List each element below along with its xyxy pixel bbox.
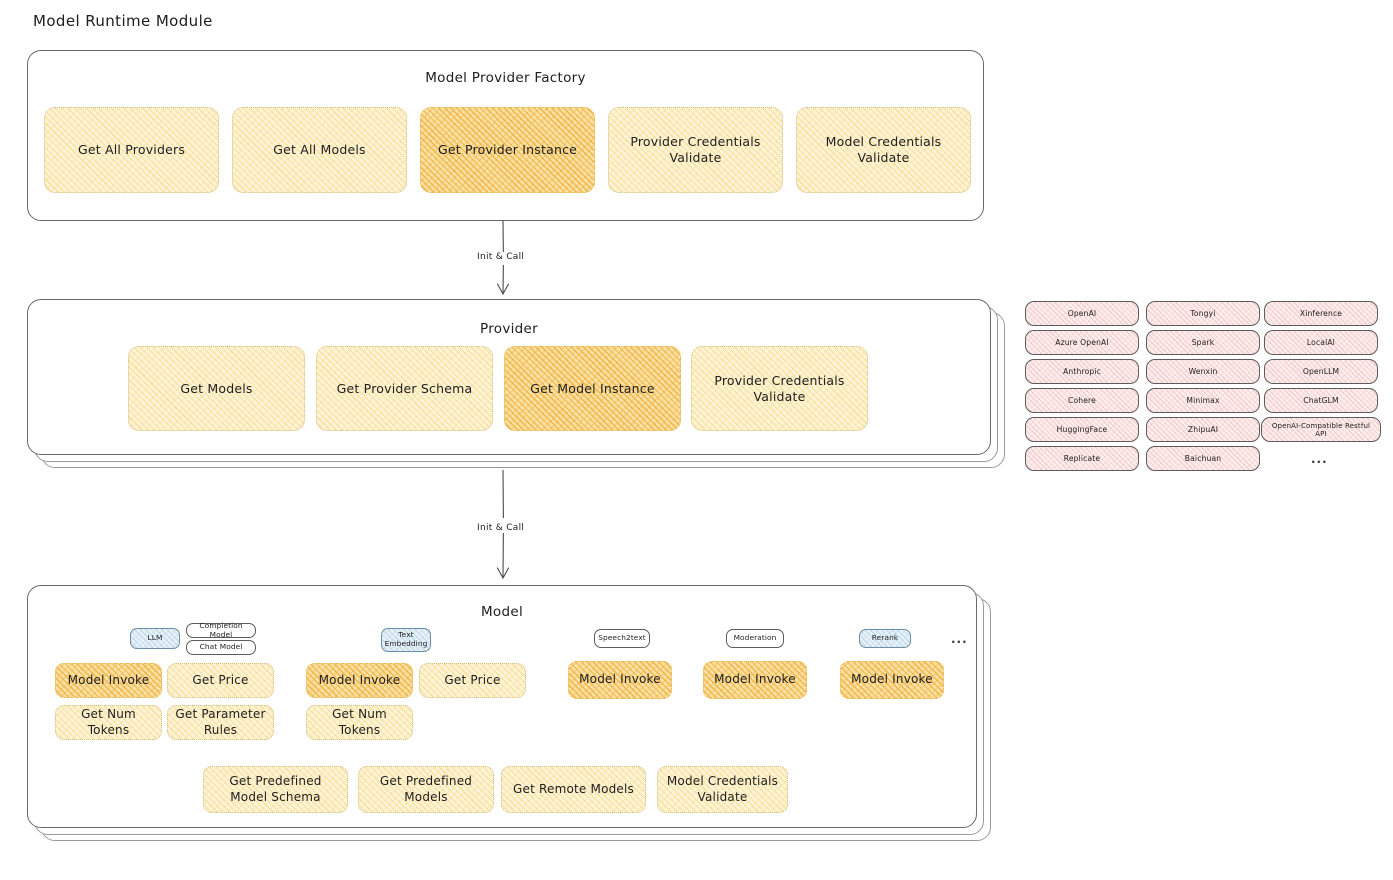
- model-header: Model: [480, 604, 524, 620]
- provider-pill-replicate[interactable]: Replicate: [1025, 446, 1139, 471]
- embedding-action-get-num-tokens[interactable]: Get Num Tokens: [306, 705, 413, 740]
- moderation-action-model-invoke[interactable]: Model Invoke: [703, 661, 807, 699]
- provider-pill-wenxin[interactable]: Wenxin: [1146, 359, 1260, 384]
- provider-action-get-model-instance[interactable]: Get Model Instance: [504, 346, 681, 431]
- model-panel: [27, 585, 977, 828]
- provider-action-provider-credentials-validate[interactable]: Provider Credentials Validate: [691, 346, 868, 431]
- provider-list-ellipsis: ...: [1311, 452, 1328, 466]
- model-type-badge-moderation[interactable]: Moderation: [726, 629, 784, 648]
- provider-pill-cohere[interactable]: Cohere: [1025, 388, 1139, 413]
- model-type-badge-speech2text[interactable]: Speech2text: [594, 629, 650, 648]
- connector-provider-to-model: [496, 470, 510, 580]
- provider-pill-spark[interactable]: Spark: [1146, 330, 1260, 355]
- factory-action-get-provider-instance[interactable]: Get Provider Instance: [420, 107, 595, 193]
- model-action-model-credentials-validate[interactable]: Model Credentials Validate: [657, 766, 788, 813]
- embedding-action-get-price[interactable]: Get Price: [419, 663, 526, 698]
- speech2text-action-model-invoke[interactable]: Model Invoke: [568, 661, 672, 699]
- model-subtype-chat-model[interactable]: Chat Model: [186, 640, 256, 655]
- provider-pill-openai[interactable]: OpenAI: [1025, 301, 1139, 326]
- model-types-ellipsis: ...: [951, 632, 968, 646]
- connector-factory-to-provider: [496, 221, 510, 296]
- model-subtype-completion-model[interactable]: Completion Model: [186, 621, 256, 638]
- provider-pill-openai-compatible-restful-api[interactable]: OpenAI-Compatible Restful API: [1261, 417, 1381, 442]
- llm-action-model-invoke[interactable]: Model Invoke: [55, 663, 162, 698]
- provider-header: Provider: [480, 321, 538, 337]
- factory-action-model-credentials-validate[interactable]: Model Credentials Validate: [796, 107, 971, 193]
- llm-action-get-num-tokens[interactable]: Get Num Tokens: [55, 705, 162, 740]
- provider-pill-azure-openai[interactable]: Azure OpenAI: [1025, 330, 1139, 355]
- rerank-action-model-invoke[interactable]: Model Invoke: [840, 661, 944, 699]
- provider-action-get-models[interactable]: Get Models: [128, 346, 305, 431]
- model-type-badge-text-embedding[interactable]: Text Embedding: [381, 628, 431, 652]
- llm-action-get-parameter-rules[interactable]: Get Parameter Rules: [167, 705, 274, 740]
- model-action-get-predefined-models[interactable]: Get Predefined Models: [358, 766, 494, 813]
- factory-action-get-all-providers[interactable]: Get All Providers: [44, 107, 219, 193]
- provider-pill-zhipuai[interactable]: ZhipuAI: [1146, 417, 1260, 442]
- connector-label-init-call-2: Init & Call: [474, 523, 528, 533]
- provider-pill-baichuan[interactable]: Baichuan: [1146, 446, 1260, 471]
- model-provider-factory-header: Model Provider Factory: [425, 70, 586, 86]
- provider-pill-openllm[interactable]: OpenLLM: [1264, 359, 1378, 384]
- provider-action-get-provider-schema[interactable]: Get Provider Schema: [316, 346, 493, 431]
- embedding-action-model-invoke[interactable]: Model Invoke: [306, 663, 413, 698]
- model-action-get-remote-models[interactable]: Get Remote Models: [501, 766, 646, 813]
- model-action-get-predefined-model-schema[interactable]: Get Predefined Model Schema: [203, 766, 348, 813]
- provider-pill-minimax[interactable]: Minimax: [1146, 388, 1260, 413]
- factory-action-get-all-models[interactable]: Get All Models: [232, 107, 407, 193]
- provider-pill-huggingface[interactable]: HuggingFace: [1025, 417, 1139, 442]
- provider-pill-tongyi[interactable]: Tongyi: [1146, 301, 1260, 326]
- provider-pill-localai[interactable]: LocalAI: [1264, 330, 1378, 355]
- model-type-badge-rerank[interactable]: Rerank: [859, 629, 911, 648]
- model-type-badge-llm[interactable]: LLM: [130, 628, 180, 649]
- factory-action-provider-credentials-validate[interactable]: Provider Credentials Validate: [608, 107, 783, 193]
- provider-pill-xinference[interactable]: Xinference: [1264, 301, 1378, 326]
- provider-pill-chatglm[interactable]: ChatGLM: [1264, 388, 1378, 413]
- connector-label-init-call-1: Init & Call: [474, 252, 528, 262]
- diagram-title: Model Runtime Module: [33, 12, 213, 30]
- provider-pill-anthropic[interactable]: Anthropic: [1025, 359, 1139, 384]
- llm-action-get-price[interactable]: Get Price: [167, 663, 274, 698]
